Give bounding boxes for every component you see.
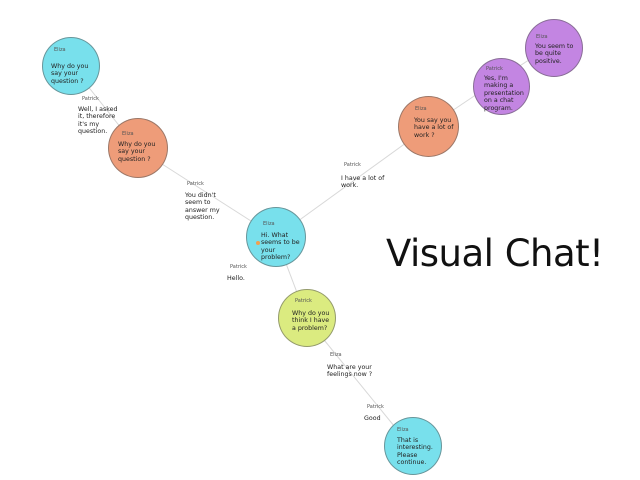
message-speaker: Patrick [187,181,204,187]
message-speaker: Patrick [344,162,361,168]
bubble-speaker: Patrick [295,298,312,304]
bubble-text: You say you have a lot of work ? [414,117,454,139]
edge-line [275,126,429,238]
chat-bubble-node[interactable] [108,118,168,178]
message-text: What are your feelings now ? [327,364,373,379]
message-speaker: Patrick [230,264,247,270]
message-text: Good [364,415,381,422]
chat-bubble-node[interactable] [398,96,459,157]
message-text: Well, I asked it, therefore it's my ques… [78,106,118,136]
message-text: You didn't seem to answer my question. [185,192,220,222]
bubble-speaker: Eliza [54,47,66,53]
bubble-text: That is interesting. Please continue. [397,437,433,467]
bubble-text: Why do you think I have a problem? [292,310,330,332]
message-text: I have a lot of work. [341,175,385,190]
chat-bubble-node[interactable] [384,417,442,475]
bubble-speaker: Eliza [263,221,275,227]
message-speaker: Patrick [82,96,99,102]
bubble-text: Why do you say your question ? [118,141,156,163]
page-title: Visual Chat! [386,232,604,275]
chat-bubble-node[interactable] [473,58,530,115]
chat-bubble-node[interactable] [42,37,100,95]
message-speaker: Eliza [330,352,342,358]
chat-bubble-node[interactable] [246,207,306,267]
chat-bubble-node[interactable] [525,19,583,77]
bubble-text: Why do you say your question ? [51,63,89,85]
message-speaker: Patrick [367,404,384,410]
chat-bubble-node[interactable] [278,289,336,347]
bubble-speaker: Eliza [122,131,134,137]
bubble-text: Yes, I'm making a presentation on a chat… [484,75,524,112]
message-text: Hello. [227,275,245,282]
bubble-text: You seem to be quite positive. [535,43,574,65]
bubble-speaker: Eliza [397,427,409,433]
bubble-text: Hi. What seems to be your problem? [261,232,300,262]
bubble-speaker: Eliza [415,106,427,112]
cursor-dot [256,241,260,245]
bubble-speaker: Patrick [486,66,503,72]
bubble-speaker: Eliza [536,34,548,40]
